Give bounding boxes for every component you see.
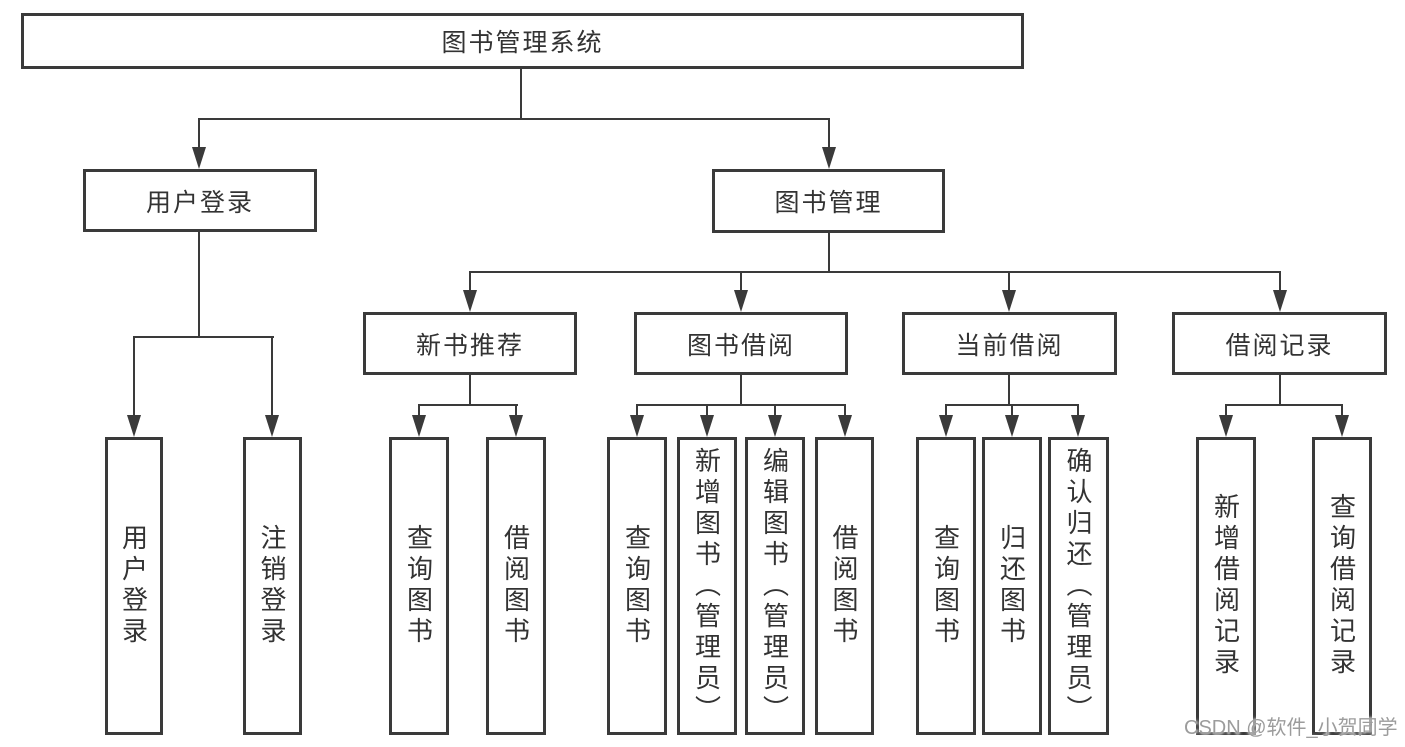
leaf-current-confirm-return-admin: 确认归还（管理员）	[1048, 437, 1109, 735]
node-book-borrowing-label: 图书借阅	[686, 331, 795, 360]
connector-line	[740, 375, 742, 406]
leaf-newbook-query-books-label: 查询图书	[403, 524, 434, 648]
leaf-logout: 注销登录	[243, 437, 302, 735]
arrowhead-down-icon	[838, 415, 852, 437]
leaf-logout-label: 注销登录	[257, 524, 287, 648]
node-root-label: 图书管理系统	[441, 29, 604, 57]
node-user-login-label: 用户登录	[145, 188, 254, 217]
arrowhead-down-icon	[630, 415, 644, 437]
leaf-current-return-books: 归还图书	[982, 437, 1042, 735]
connector-line	[418, 405, 420, 417]
connector-line	[133, 337, 135, 417]
connector-line	[774, 405, 776, 417]
connector-line	[1077, 405, 1079, 417]
connector-line	[515, 405, 517, 417]
connector-line	[844, 405, 846, 417]
connector-line	[198, 119, 200, 150]
arrowhead-down-icon	[1005, 415, 1019, 437]
leaf-borrowing-add-books-admin: 新增图书（管理员）	[677, 437, 737, 735]
arrowhead-down-icon	[734, 290, 748, 312]
arrowhead-down-icon	[463, 290, 477, 312]
connector-line	[1279, 375, 1281, 406]
node-book-management-label: 图书管理	[774, 189, 883, 217]
leaf-records-add-record-label: 新增借阅记录	[1210, 493, 1241, 679]
arrowhead-down-icon	[768, 415, 782, 437]
connector-line	[740, 272, 742, 292]
leaf-current-query-books: 查询图书	[916, 437, 976, 735]
connector-line	[198, 232, 200, 337]
csdn-watermark: CSDN @软件_小贺同学	[1184, 717, 1398, 739]
leaf-borrowing-query-books-label: 查询图书	[621, 524, 652, 648]
connector-line	[1008, 272, 1010, 292]
node-current-borrowing-label: 当前借阅	[955, 331, 1064, 360]
leaf-records-query-record: 查询借阅记录	[1312, 437, 1372, 735]
leaf-records-query-record-label: 查询借阅记录	[1326, 493, 1357, 679]
connector-line	[469, 375, 471, 406]
connector-line	[945, 405, 947, 417]
connector-line	[1011, 405, 1013, 417]
node-user-login: 用户登录	[83, 169, 317, 232]
leaf-current-confirm-return-admin-label: 确认归还（管理员）	[1063, 446, 1093, 726]
arrowhead-down-icon	[1219, 415, 1233, 437]
connector-line	[636, 404, 846, 406]
leaf-borrowing-borrow-books-label: 借阅图书	[829, 524, 859, 648]
node-borrowing-records-label: 借阅记录	[1225, 331, 1334, 360]
arrowhead-down-icon	[1002, 290, 1016, 312]
leaf-user-login: 用户登录	[105, 437, 163, 735]
node-root: 图书管理系统	[21, 13, 1024, 69]
leaf-current-query-books-label: 查询图书	[930, 524, 961, 648]
connector-line	[418, 404, 518, 406]
connector-line	[133, 336, 274, 338]
arrowhead-down-icon	[1071, 415, 1085, 437]
connector-line	[469, 271, 1281, 273]
node-book-borrowing: 图书借阅	[634, 312, 848, 375]
leaf-records-add-record: 新增借阅记录	[1196, 437, 1256, 735]
connector-line	[828, 119, 830, 150]
arrowhead-down-icon	[412, 415, 426, 437]
arrowhead-down-icon	[265, 415, 279, 437]
leaf-newbook-borrow-books: 借阅图书	[486, 437, 546, 735]
arrowhead-down-icon	[1273, 290, 1287, 312]
arrowhead-down-icon	[1335, 415, 1349, 437]
connector-line	[636, 405, 638, 417]
leaf-borrowing-edit-books-admin-label: 编辑图书（管理员）	[759, 446, 790, 726]
arrowhead-down-icon	[127, 415, 141, 437]
connector-line	[1225, 404, 1343, 406]
connector-line	[520, 69, 522, 119]
arrowhead-down-icon	[192, 147, 206, 169]
connector-line	[198, 118, 830, 120]
connector-line	[469, 272, 471, 292]
arrowhead-down-icon	[939, 415, 953, 437]
node-borrowing-records: 借阅记录	[1172, 312, 1387, 375]
arrowhead-down-icon	[700, 415, 714, 437]
leaf-newbook-query-books: 查询图书	[389, 437, 449, 735]
node-book-management: 图书管理	[712, 169, 945, 233]
connector-line	[1008, 375, 1010, 406]
connector-line	[706, 405, 708, 417]
arrowhead-down-icon	[509, 415, 523, 437]
node-new-book-recommend-label: 新书推荐	[415, 331, 524, 360]
leaf-user-login-label: 用户登录	[118, 524, 149, 648]
leaf-borrowing-borrow-books: 借阅图书	[815, 437, 874, 735]
node-new-book-recommend: 新书推荐	[363, 312, 577, 375]
connector-line	[271, 337, 273, 417]
connector-line	[828, 233, 830, 273]
connector-line	[1341, 405, 1343, 417]
leaf-current-return-books-label: 归还图书	[996, 524, 1027, 648]
leaf-borrowing-add-books-admin-label: 新增图书（管理员）	[691, 446, 722, 726]
leaf-borrowing-query-books: 查询图书	[607, 437, 667, 735]
connector-line	[1225, 405, 1227, 417]
node-current-borrowing: 当前借阅	[902, 312, 1117, 375]
arrowhead-down-icon	[822, 147, 836, 169]
connector-line	[1279, 272, 1281, 292]
leaf-newbook-borrow-books-label: 借阅图书	[500, 524, 531, 648]
leaf-borrowing-edit-books-admin: 编辑图书（管理员）	[745, 437, 805, 735]
